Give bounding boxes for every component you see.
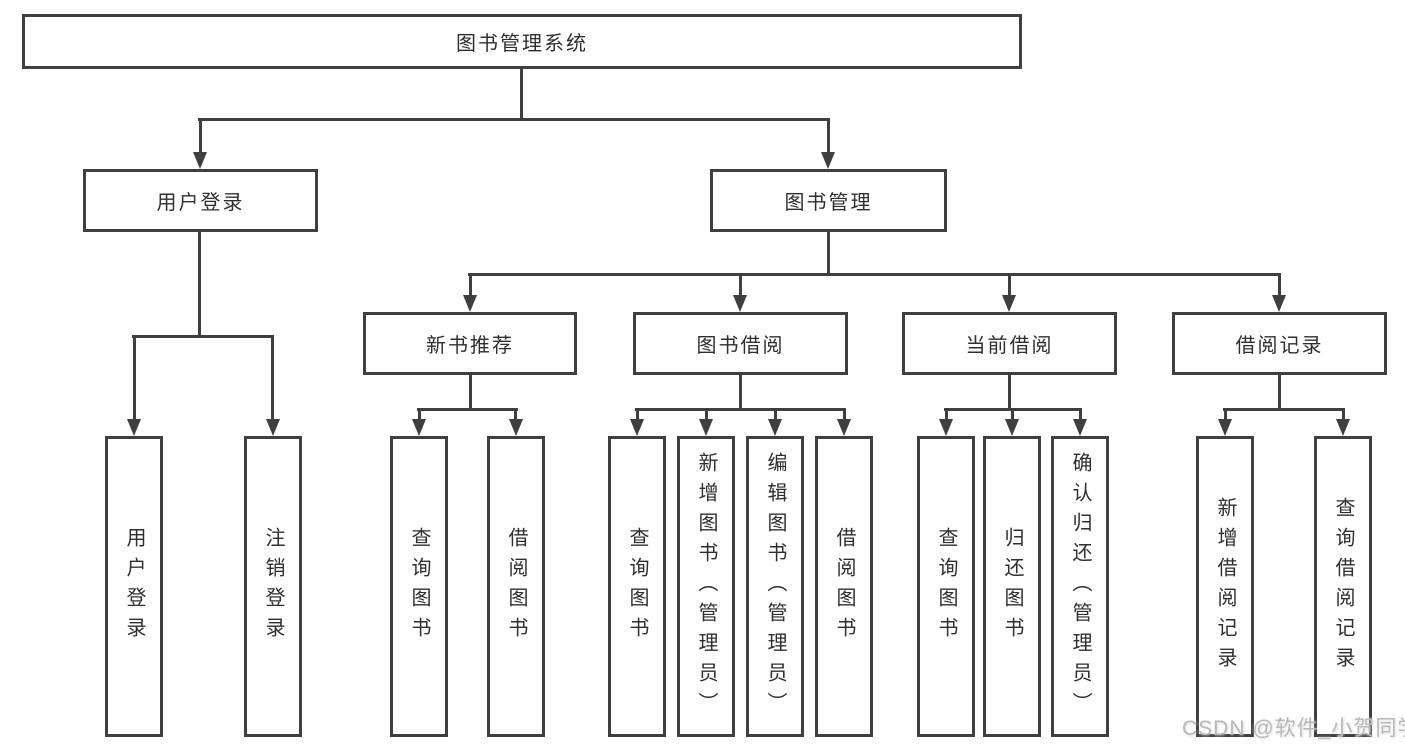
leaf-confirm-return-admin: 确认归还（管理员） xyxy=(1051,436,1109,737)
arrow-down-icon xyxy=(1272,295,1286,312)
node-label: 借阅记录 xyxy=(1235,335,1324,357)
arrow-down-icon xyxy=(837,419,851,436)
arrow-down-icon xyxy=(463,295,477,312)
arrow-down-icon xyxy=(509,419,523,436)
leaf-add-book-admin: 新增图书（管理员） xyxy=(677,436,735,737)
node-user-login: 用户登录 xyxy=(83,169,318,232)
leaf-label: 新增借阅记录 xyxy=(1214,496,1236,677)
arrow-down-icon xyxy=(768,419,782,436)
connector-line xyxy=(1008,273,1011,297)
arrow-down-icon xyxy=(939,419,953,436)
connector-line xyxy=(843,408,846,422)
leaf-label: 借阅图书 xyxy=(833,526,855,647)
node-label: 图书借阅 xyxy=(696,335,785,357)
connector-line xyxy=(774,408,777,422)
arrow-down-icon xyxy=(1002,295,1016,312)
connector-line xyxy=(418,408,421,422)
connector-line xyxy=(635,408,845,411)
connector-line xyxy=(1342,408,1345,422)
connector-line xyxy=(1223,408,1344,411)
connector-line xyxy=(1278,273,1281,297)
connector-line xyxy=(827,118,830,154)
connector-line xyxy=(520,69,523,121)
leaf-query-books-current: 查询图书 xyxy=(917,436,975,737)
connector-line xyxy=(514,408,517,422)
leaf-label: 注销登录 xyxy=(262,526,284,647)
connector-line xyxy=(198,232,201,338)
leaf-label: 查询图书 xyxy=(408,526,430,647)
connector-line xyxy=(198,118,830,121)
leaf-query-borrow-record: 查询借阅记录 xyxy=(1314,436,1372,737)
connector-line xyxy=(945,408,948,422)
node-label: 用户登录 xyxy=(156,192,245,214)
leaf-return-books: 归还图书 xyxy=(983,436,1041,737)
connector-line xyxy=(132,335,274,338)
arrow-down-icon xyxy=(1218,419,1232,436)
node-book-borrowing: 图书借阅 xyxy=(633,312,848,375)
node-label: 图书管理 xyxy=(784,192,873,214)
arrow-down-icon xyxy=(1005,419,1019,436)
leaf-user-login: 用户登录 xyxy=(105,436,163,737)
connector-line xyxy=(827,232,830,276)
leaf-label: 新增图书（管理员） xyxy=(695,451,717,722)
node-borrowing-records: 借阅记录 xyxy=(1172,312,1387,375)
connector-line xyxy=(469,375,472,411)
connector-line xyxy=(468,273,1281,276)
arrow-down-icon xyxy=(699,419,713,436)
connector-line xyxy=(636,408,639,422)
node-book-management: 图书管理 xyxy=(710,169,947,232)
node-library-management-system: 图书管理系统 xyxy=(22,14,1022,69)
connector-line xyxy=(469,273,472,297)
arrow-down-icon xyxy=(1336,419,1350,436)
leaf-label: 用户登录 xyxy=(123,526,145,647)
leaf-query-books-borrow: 查询图书 xyxy=(608,436,666,737)
leaf-edit-book-admin: 编辑图书（管理员） xyxy=(746,436,804,737)
node-label: 图书管理系统 xyxy=(456,33,588,55)
leaf-label: 归还图书 xyxy=(1001,526,1023,647)
csdn-watermark: CSDN @软件_小贺同学 xyxy=(1182,717,1405,740)
connector-line xyxy=(1278,375,1281,411)
arrow-down-icon xyxy=(821,152,835,169)
arrow-down-icon xyxy=(193,152,207,169)
leaf-logout: 注销登录 xyxy=(244,436,302,737)
connector-line xyxy=(417,408,518,411)
node-current-borrowing: 当前借阅 xyxy=(902,312,1117,375)
arrow-down-icon xyxy=(630,419,644,436)
leaf-borrow-books: 借阅图书 xyxy=(815,436,873,737)
leaf-label: 查询图书 xyxy=(935,526,957,647)
connector-line xyxy=(1011,408,1014,422)
connector-line xyxy=(739,375,742,411)
leaf-label: 借阅图书 xyxy=(505,526,527,647)
connector-line xyxy=(199,118,202,154)
connector-line xyxy=(739,273,742,297)
arrow-down-icon xyxy=(1073,419,1087,436)
leaf-add-borrow-record: 新增借阅记录 xyxy=(1196,436,1254,737)
leaf-label: 查询借阅记录 xyxy=(1332,496,1354,677)
arrow-down-icon xyxy=(127,419,141,436)
leaf-borrow-books-recommend: 借阅图书 xyxy=(487,436,545,737)
leaf-query-books-recommend: 查询图书 xyxy=(390,436,448,737)
arrow-down-icon xyxy=(266,419,280,436)
arrow-down-icon xyxy=(733,295,747,312)
node-label: 当前借阅 xyxy=(965,335,1054,357)
connector-line xyxy=(271,335,274,421)
node-new-book-recommendation: 新书推荐 xyxy=(363,312,577,375)
leaf-label: 编辑图书（管理员） xyxy=(764,451,786,722)
arrow-down-icon xyxy=(412,419,426,436)
leaf-label: 查询图书 xyxy=(626,526,648,647)
connector-line xyxy=(133,335,136,421)
node-label: 新书推荐 xyxy=(426,335,514,357)
connector-line xyxy=(1008,375,1011,411)
connector-line xyxy=(1079,408,1082,422)
connector-line xyxy=(705,408,708,422)
leaf-label: 确认归还（管理员） xyxy=(1069,451,1091,722)
connector-line xyxy=(1224,408,1227,422)
